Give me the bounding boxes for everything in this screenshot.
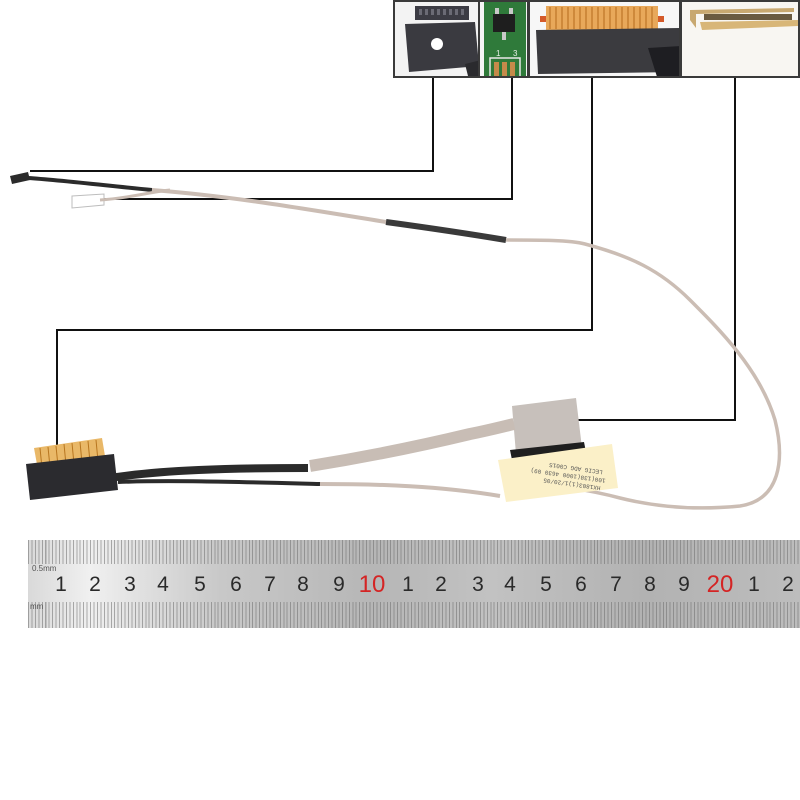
ruler-number: 2 bbox=[89, 573, 101, 596]
ruler-number: 9 bbox=[678, 573, 690, 596]
ruler-number: 4 bbox=[504, 573, 516, 596]
ruler-number: 8 bbox=[297, 573, 309, 596]
callout-line-b-vertical bbox=[511, 78, 513, 200]
connector-d-image bbox=[690, 8, 798, 30]
ruler-number: 1 bbox=[55, 573, 67, 596]
ruler-number: 8 bbox=[644, 573, 656, 596]
ruler-number: 6 bbox=[230, 573, 242, 596]
callout-line-d-vertical bbox=[734, 78, 736, 421]
measuring-ruler: 0.5mm mm 1 2 3 4 5 6 7 8 9 10 1 2 3 4 5 … bbox=[28, 540, 800, 628]
ruler-number: 2 bbox=[782, 573, 794, 596]
ruler-number-highlight: 10 bbox=[358, 571, 386, 598]
ruler-number: 2 bbox=[435, 573, 447, 596]
ruler-number: 6 bbox=[575, 573, 587, 596]
inset-panel-connector-c bbox=[528, 0, 681, 78]
ruler-number: 4 bbox=[157, 573, 169, 596]
connector-a-image bbox=[405, 6, 478, 76]
ruler-ticks-top bbox=[28, 540, 800, 564]
svg-text:3: 3 bbox=[513, 49, 518, 58]
inset-panel-connector-b: 1 3 bbox=[478, 0, 529, 78]
callout-line-b-horizontal bbox=[92, 198, 513, 200]
left-edge-connector-tape bbox=[26, 454, 118, 500]
ruler-number: 3 bbox=[472, 573, 484, 596]
ruler-number: 9 bbox=[333, 573, 345, 596]
ruler-unit-bottom: mm bbox=[30, 602, 44, 611]
ruler-number: 7 bbox=[610, 573, 622, 596]
ruler-ticks-bottom bbox=[28, 602, 800, 628]
ruler-number: 7 bbox=[264, 573, 276, 596]
label-sticker bbox=[498, 444, 618, 502]
svg-text:1: 1 bbox=[496, 49, 501, 58]
callout-line-c-vertical bbox=[591, 78, 593, 331]
ruler-number: 3 bbox=[124, 573, 136, 596]
inset-panel-connector-a bbox=[393, 0, 480, 78]
ruler-number: 5 bbox=[540, 573, 552, 596]
black-sleeve bbox=[385, 219, 507, 243]
lcd-connector-body bbox=[512, 398, 582, 454]
ruler-number: 1 bbox=[402, 573, 414, 596]
callout-line-c-horizontal bbox=[56, 329, 593, 331]
callout-line-a-horizontal bbox=[30, 170, 434, 172]
ruler-number: 5 bbox=[194, 573, 206, 596]
callout-line-c-drop bbox=[56, 329, 58, 461]
connector-c-image bbox=[536, 6, 679, 76]
connector-b-image: 1 3 bbox=[484, 2, 526, 76]
callout-line-d-horizontal bbox=[548, 419, 736, 421]
lcd-cable-assembly: HX1803(1)1/20/05 100(138(1000 4630 09) L… bbox=[10, 172, 782, 510]
tip-connector-a bbox=[10, 172, 30, 184]
ruler-unit-top: 0.5mm bbox=[32, 564, 57, 573]
ruler-number-highlight: 20 bbox=[706, 571, 734, 598]
inset-panel-connector-d bbox=[680, 0, 800, 78]
ruler-number: 1 bbox=[748, 573, 760, 596]
callout-line-a-vertical bbox=[432, 78, 434, 172]
